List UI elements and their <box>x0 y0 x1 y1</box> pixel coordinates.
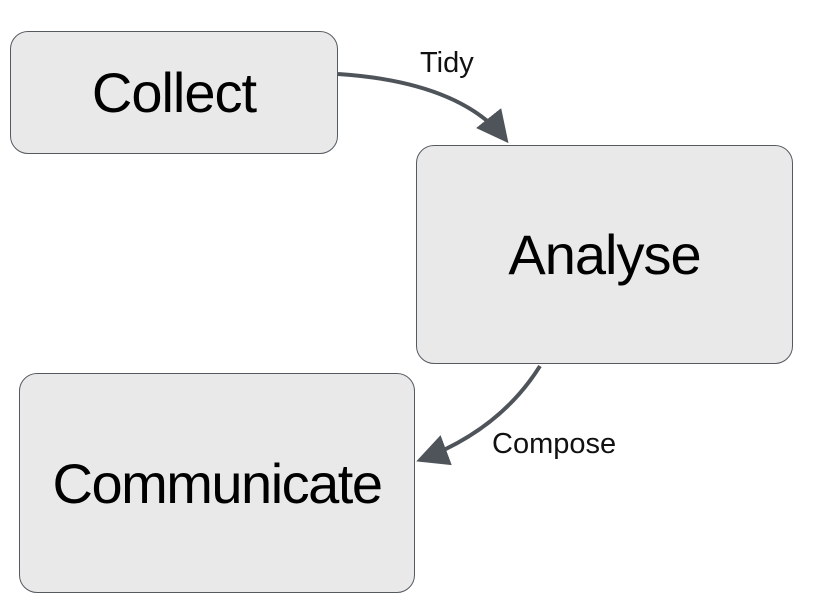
node-communicate-label: Communicate <box>52 451 383 515</box>
edge-label-compose: Compose <box>492 428 617 460</box>
edge-label-tidy: Tidy <box>420 47 474 79</box>
edge-arrow-tidy <box>337 72 509 144</box>
node-analyse-label: Analyse <box>508 223 701 286</box>
node-collect-label: Collect <box>91 61 257 124</box>
node-analyse: Analyse <box>416 145 793 364</box>
node-collect: Collect <box>10 31 338 154</box>
node-communicate: Communicate <box>19 373 415 593</box>
